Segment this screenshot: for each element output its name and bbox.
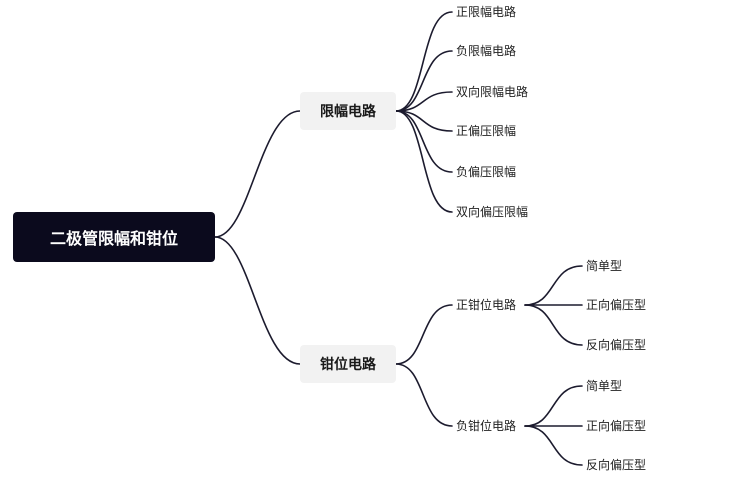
negative-clamp-item[interactable]: 正向偏压型 — [586, 419, 647, 433]
link-limiter-4 — [395, 110, 453, 132]
link-negative-1 — [524, 385, 583, 427]
limiter-item[interactable]: 双向偏压限幅 — [456, 205, 529, 219]
root-node-label: 二极管限幅和钳位 — [49, 229, 178, 248]
root-node[interactable]: 二极管限幅和钳位 — [13, 212, 215, 262]
link-positive-3 — [524, 304, 583, 346]
positive-clamp-item[interactable]: 正向偏压型 — [586, 298, 647, 312]
clamper-negative-node[interactable]: 负钳位电路 — [456, 419, 517, 433]
branch-clamper-label: 钳位电路 — [320, 357, 376, 373]
negative-clamp-item[interactable]: 简单型 — [586, 379, 623, 393]
link-root-clamper — [214, 236, 301, 365]
limiter-item[interactable]: 正偏压限幅 — [456, 124, 517, 138]
link-positive-1 — [524, 265, 583, 306]
branch-clamper[interactable]: 钳位电路 — [300, 345, 396, 383]
link-root-limiter — [214, 110, 301, 238]
link-limiter-6 — [395, 110, 453, 213]
branch-limiter[interactable]: 限幅电路 — [300, 92, 396, 130]
clamper-positive-node[interactable]: 正钳位电路 — [456, 298, 517, 312]
link-limiter-5 — [395, 110, 453, 173]
link-limiter-1 — [395, 11, 453, 112]
branch-limiter-label: 限幅电路 — [320, 104, 376, 120]
limiter-item[interactable]: 负偏压限幅 — [456, 165, 517, 179]
link-limiter-3 — [395, 91, 453, 112]
link-clamper-negative — [395, 363, 453, 427]
positive-clamp-item[interactable]: 反向偏压型 — [586, 338, 647, 352]
link-negative-3 — [524, 425, 583, 466]
negative-clamp-item[interactable]: 反向偏压型 — [586, 458, 647, 472]
positive-clamp-item[interactable]: 简单型 — [586, 259, 623, 273]
limiter-item[interactable]: 双向限幅电路 — [456, 85, 529, 99]
link-limiter-2 — [395, 50, 453, 112]
limiter-item[interactable]: 正限幅电路 — [456, 5, 517, 19]
link-clamper-positive — [395, 304, 453, 365]
limiter-item[interactable]: 负限幅电路 — [456, 44, 517, 58]
